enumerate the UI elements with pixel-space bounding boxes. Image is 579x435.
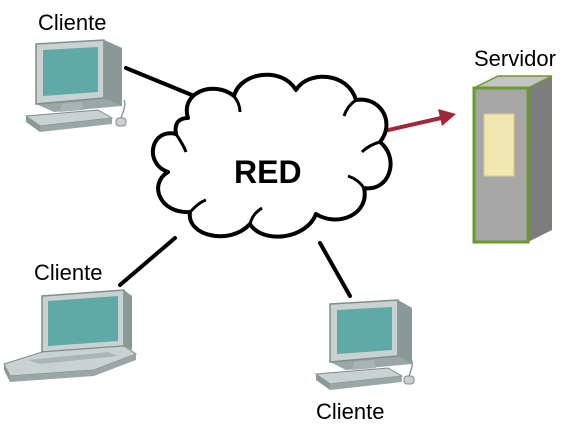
link-client-bottom-left [118, 236, 177, 287]
desktop-icon-top-left [24, 39, 127, 132]
laptop-icon-bottom-left [3, 289, 138, 382]
link-client-top-left [124, 66, 206, 102]
label-client-bottom-right: Cliente [316, 399, 385, 424]
label-client-bottom-left: Cliente [34, 260, 103, 285]
label-client-top-left: Cliente [38, 10, 107, 35]
arrow-network-to-server [382, 109, 456, 133]
network-cloud-label: RED [234, 154, 302, 190]
desktop-icon-bottom-right [314, 299, 415, 390]
server-icon [472, 75, 553, 244]
label-server: Servidor [474, 46, 556, 71]
link-client-bottom-right [318, 241, 352, 298]
network-cloud [150, 72, 393, 239]
